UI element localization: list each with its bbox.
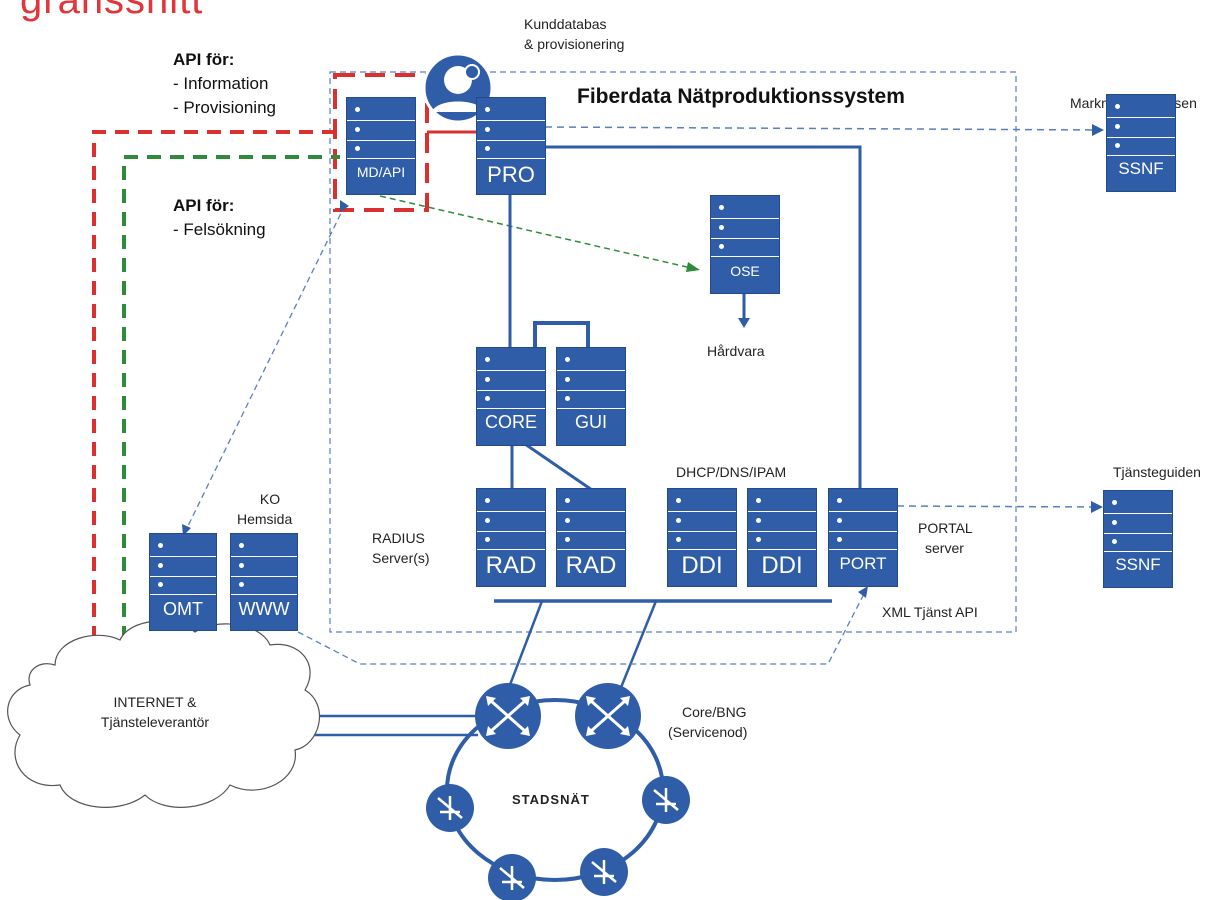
api-info-item: - Information (173, 74, 269, 93)
page-heading: gränssnitt (20, 0, 204, 22)
server-www: WWW (230, 533, 298, 631)
server-md-api: MD/API (346, 97, 416, 195)
core-router-2 (575, 683, 641, 749)
stadsnat-label: STADSNÄT (512, 792, 590, 807)
server-label: DDI (681, 552, 723, 579)
red-api-line (92, 130, 340, 640)
kunddatabas-label-2: & provisionering (524, 36, 625, 52)
radius-label-1: RADIUS (372, 530, 425, 546)
system-title: Fiberdata Nätproduktionssystem (577, 85, 905, 108)
ring-switch-2 (642, 776, 690, 824)
server-label: OSE (730, 263, 760, 279)
hardvara-label: Hårdvara (707, 343, 765, 359)
server-label: GUI (574, 412, 607, 432)
server-label: PRO (487, 162, 535, 187)
system-boundary (329, 71, 1017, 633)
ko-label-1: KO (259, 491, 281, 507)
server-ssnf-marknad: SSNF (1106, 94, 1176, 192)
core-gui-link (533, 321, 590, 350)
ko-label-2: Hemsida (237, 511, 293, 527)
server-label: OMT (163, 599, 203, 619)
green-arrow-ose (379, 195, 701, 271)
server-rad-1: RAD (476, 488, 546, 587)
server-label: RAD (565, 552, 617, 579)
server-ddi-1: DDI (667, 488, 737, 587)
api-info-item: - Provisioning (173, 98, 276, 117)
server-label: MD/API (356, 164, 406, 180)
kunddatabas-label-1: Kunddatabas (524, 16, 607, 32)
server-label: RAD (485, 552, 537, 579)
server-label: CORE (484, 412, 537, 432)
xml-api-label: XML Tjänst API (882, 604, 978, 620)
ring-switch-4 (580, 848, 628, 896)
api-trouble-heading: API för: (173, 196, 235, 215)
core-router-1 (475, 683, 541, 749)
pro-ssnf-line (544, 126, 1101, 131)
portal-label-1: PORTAL (918, 520, 973, 536)
tjansteguiden-label: Tjänsteguiden (1113, 464, 1201, 480)
server-ddi-2: DDI (747, 488, 817, 587)
server-port: PORT (828, 488, 898, 587)
core-bng-label-2: (Servicenod) (668, 724, 748, 740)
server-gui: GUI (556, 347, 626, 446)
dhcp-label: DHCP/DNS/IPAM (676, 464, 787, 480)
server-label: DDI (761, 552, 803, 579)
server-ssnf-tjanst: SSNF (1103, 490, 1173, 588)
customer-icon (422, 52, 494, 124)
green-api-line (122, 155, 340, 640)
server-label: SSNF (1115, 555, 1161, 574)
server-label: WWW (238, 599, 290, 619)
server-label: SSNF (1118, 159, 1164, 178)
server-rad-2: RAD (556, 488, 626, 587)
api-trouble-block: API för: - Felsökning (173, 194, 266, 242)
server-omt: OMT (149, 533, 217, 631)
internet-label-1: INTERNET & (113, 694, 197, 710)
ring-switch-1 (426, 784, 474, 832)
radius-label-2: Server(s) (372, 550, 430, 566)
core-bng-label-1: Core/BNG (682, 704, 747, 720)
ring-switch-3 (488, 854, 536, 900)
md-api-highlight (333, 73, 429, 212)
server-core: CORE (476, 347, 546, 446)
portal-label-2: server (925, 540, 964, 556)
server-ose: OSE (710, 195, 780, 294)
internet-label-2: Tjänsteleverantör (100, 714, 210, 730)
pro-port-line (545, 145, 862, 488)
api-trouble-item: - Felsökning (173, 220, 266, 239)
server-label: PORT (839, 554, 887, 573)
server-pro: PRO (476, 97, 546, 195)
api-info-block: API för: - Information - Provisioning (173, 48, 276, 120)
api-info-heading: API för: (173, 50, 235, 69)
